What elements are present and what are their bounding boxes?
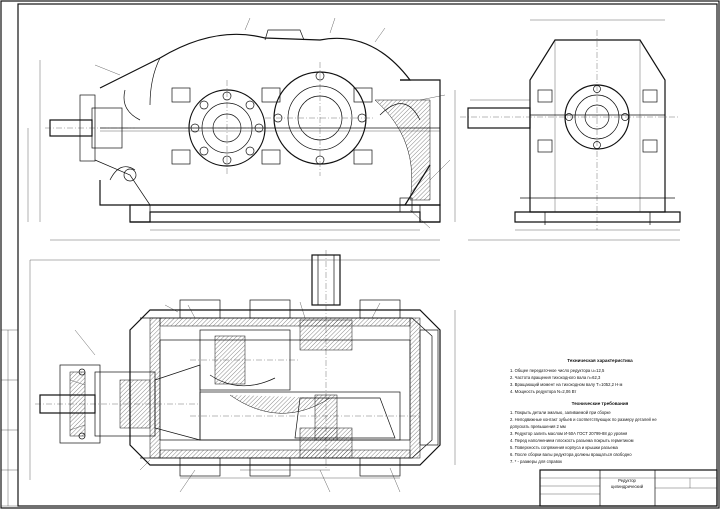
spec-line: 3. Вращающий момент на тихоходном валу Т… — [510, 382, 623, 387]
requirement-line: 5. Поверхность сопряжения корпуса и крыш… — [510, 445, 618, 450]
spec-line: 1. Общее передаточное число редуктора u=… — [510, 368, 605, 373]
technical-notes: Техническая характеристика 1. Общее пере… — [510, 358, 657, 464]
title-name-line-1: Редуктор — [618, 478, 636, 483]
requirement-line: 4. Перед наполнением плоскость разъема п… — [510, 438, 634, 443]
spec-line: 4. Мощность редуктора N=2,06 Вт — [510, 389, 576, 394]
requirement-line: 2. Неподвижные контакт зубьев и соответс… — [510, 417, 657, 422]
requirement-line: 1. Покрыть детали эмалью, заливаемой при… — [510, 410, 611, 415]
requirement-line: 3. Редуктор залить маслом И-50А ГОСТ 207… — [510, 431, 627, 436]
requirement-lines: 1. Покрыть детали эмалью, заливаемой при… — [510, 410, 657, 464]
spec-line: 2. Частота вращения тихоходного вала n=6… — [510, 375, 601, 380]
front-view — [27, 17, 456, 241]
requirement-line: 6. После сборки валы редуктора должны вр… — [510, 452, 632, 457]
plan-section-view — [29, 250, 456, 493]
title-name-line-2: цилиндрический — [611, 484, 644, 489]
title-block: Редуктор цилиндрический — [539, 469, 718, 507]
requirements-title: Технические требования — [572, 400, 629, 406]
requirement-line: 7. * - размеры для справок — [510, 459, 562, 464]
side-view — [460, 19, 681, 241]
requirement-line: допускать превышения 2 мм — [510, 424, 566, 429]
spec-title: Техническая характеристика — [567, 358, 633, 363]
spec-lines: 1. Общее передаточное число редуктора u=… — [510, 368, 623, 394]
